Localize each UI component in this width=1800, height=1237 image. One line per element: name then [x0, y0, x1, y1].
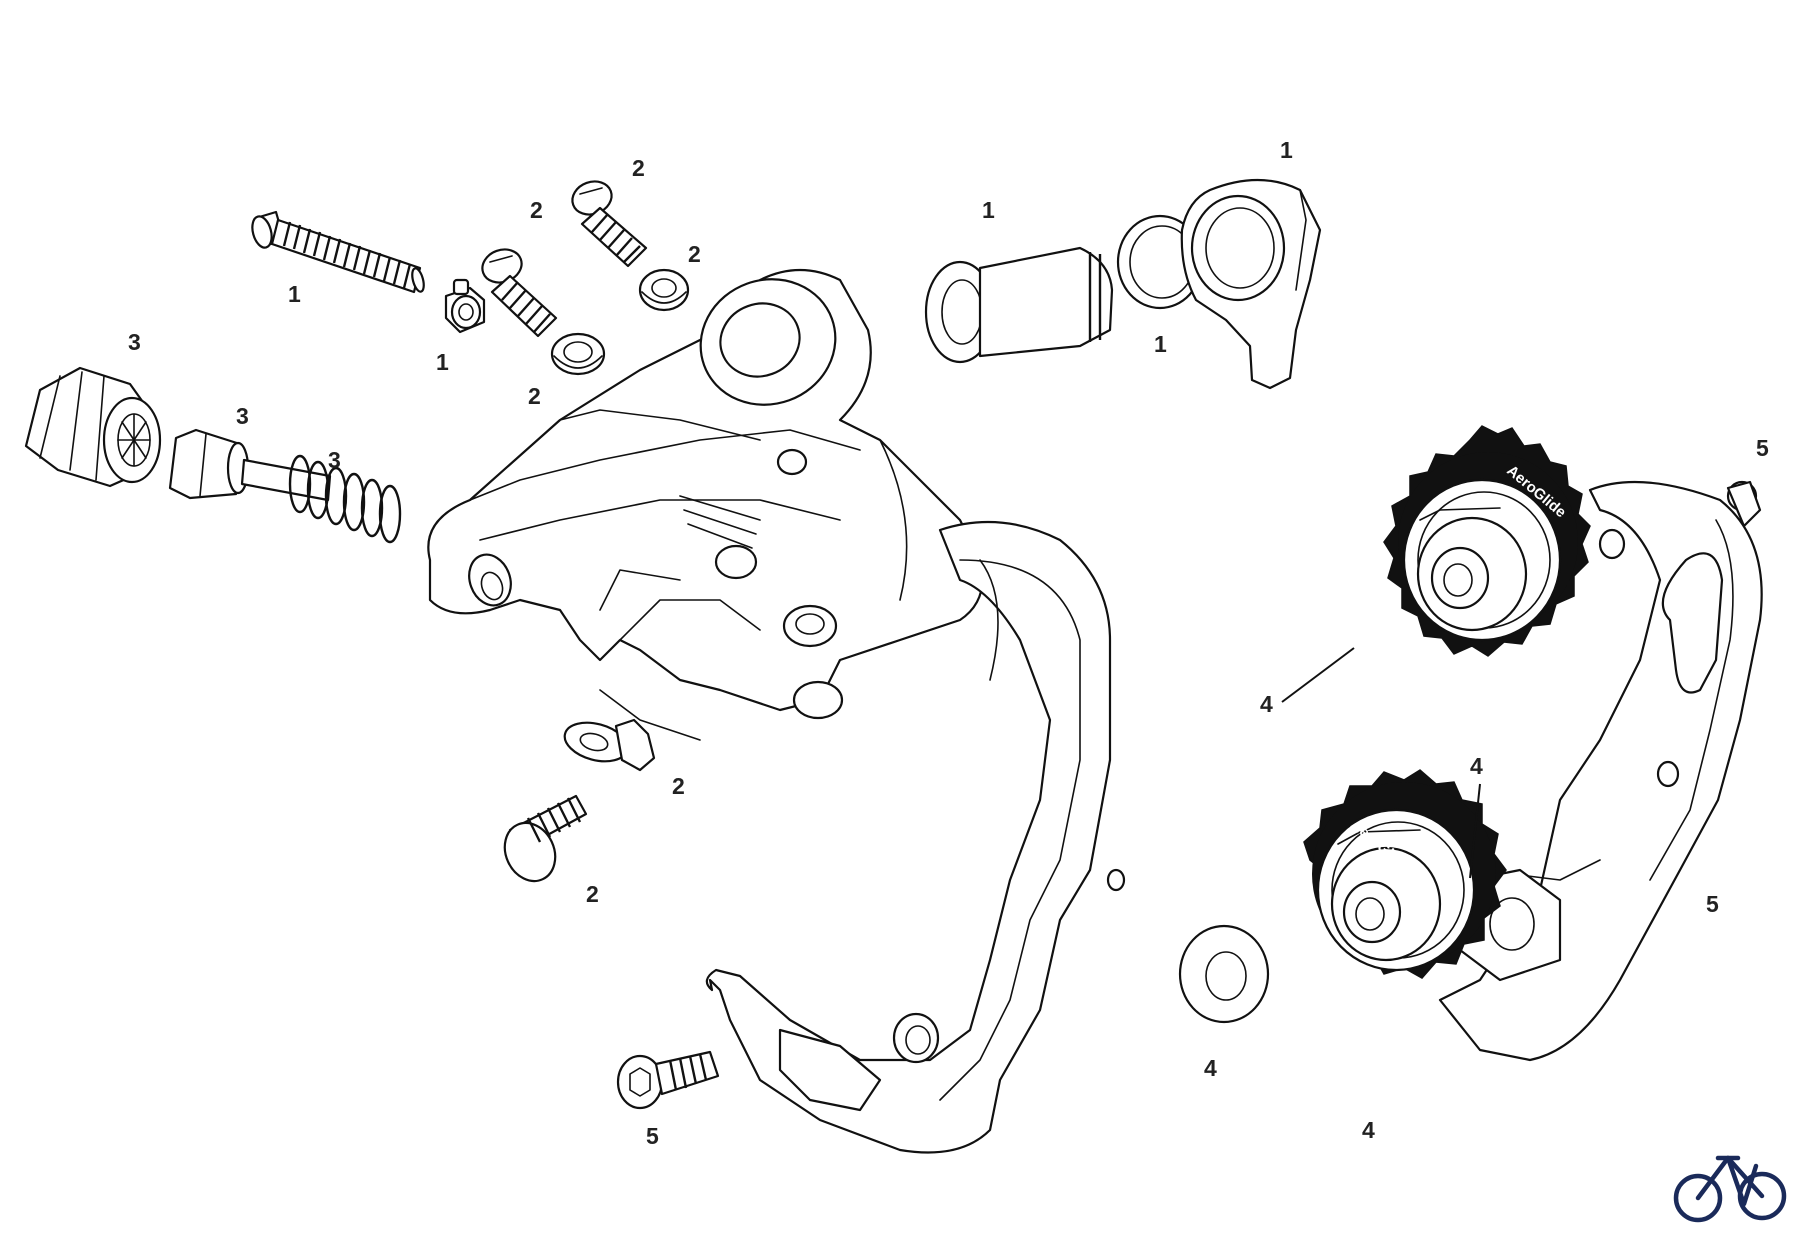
- callout-screw-a: 2: [530, 197, 543, 223]
- callout-screw-c: 2: [586, 881, 599, 907]
- callout-screw-b: 2: [632, 155, 645, 181]
- callout-pulley-bolt: 4: [1470, 753, 1483, 779]
- callout-bolt-long: 1: [288, 281, 301, 307]
- callout-washer-a: 2: [528, 383, 541, 409]
- callout-cage-pin: 5: [1756, 435, 1769, 461]
- lower-pulley: AeroGlide: [1303, 769, 1507, 979]
- callout-washer-b: 2: [688, 241, 701, 267]
- callout-pulley-upper: 4: [1260, 691, 1273, 717]
- screw-2a: [481, 248, 558, 338]
- callout-cage: 5: [1706, 891, 1719, 917]
- hanger-plate: [1180, 178, 1322, 390]
- callout-barrel: 3: [236, 403, 249, 429]
- spring: [288, 454, 402, 544]
- callout-tab: 2: [672, 773, 685, 799]
- leader-lines: [1281, 647, 1481, 879]
- callout-labels: 1 1 1 1 1 2 2 2 2 2 2 3 3 3 4 4 4 4 5 5 …: [128, 137, 1769, 1149]
- bushing: [924, 246, 1114, 364]
- long-bolt: [251, 210, 425, 294]
- callout-bushing: 1: [982, 197, 995, 223]
- callout-pulley-lower: 4: [1362, 1117, 1375, 1143]
- washer-2b: [638, 268, 690, 312]
- small-washer-1: [444, 278, 486, 334]
- cage-screw: [616, 1050, 720, 1110]
- callout-washer-small: 1: [436, 349, 449, 375]
- adjuster-knob: [24, 366, 162, 488]
- washer-2a: [550, 332, 606, 376]
- tab-clip: [563, 718, 656, 772]
- derailleur-body: [427, 268, 984, 741]
- cage-outer-plate: [705, 520, 1126, 1154]
- callout-pulley-washer: 4: [1204, 1055, 1217, 1081]
- pulley-washer: [1178, 924, 1270, 1024]
- upper-pulley: AeroGlide: [1383, 425, 1591, 657]
- callout-spring: 3: [328, 447, 341, 473]
- screw-2b: [571, 180, 648, 268]
- bicycle-icon: [1673, 1155, 1787, 1223]
- callout-hanger: 1: [1280, 137, 1293, 163]
- adjuster-barrel: [168, 428, 332, 502]
- screw-2c: [503, 794, 588, 883]
- callout-cage-screw: 5: [646, 1123, 659, 1149]
- callout-o-ring: 1: [1154, 331, 1167, 357]
- callout-knob: 3: [128, 329, 141, 355]
